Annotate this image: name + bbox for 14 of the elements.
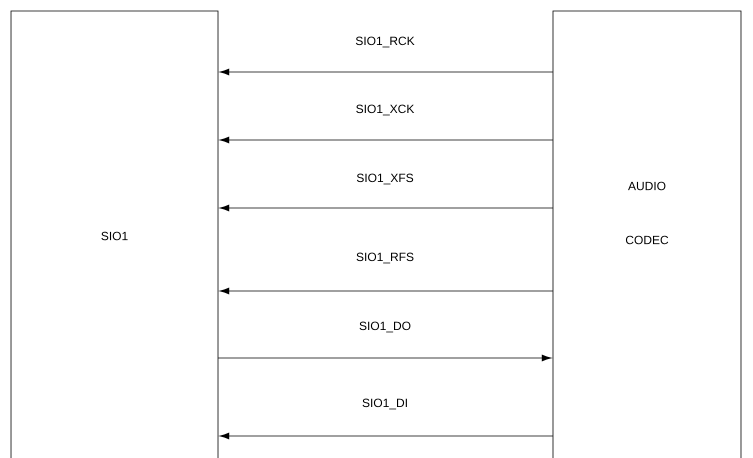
signal-label: SIO1_DO — [360, 322, 410, 332]
signal-label: SIO1_RCK — [356, 36, 415, 48]
signal-label: SIO1_DI — [362, 398, 407, 410]
arrow — [220, 68, 554, 76]
signal-label: SIO1_RFS — [356, 252, 414, 264]
block-box: AUDIO CODEC — [552, 10, 742, 458]
arrow — [220, 288, 554, 294]
arrow — [218, 354, 552, 362]
signal-label: SIO1_XCK — [356, 104, 414, 116]
arrow — [220, 432, 554, 440]
block-box: SIO1 — [10, 10, 218, 458]
signal-label: SIO1_XFS — [356, 174, 414, 184]
arrow — [220, 136, 554, 144]
arrow — [220, 204, 554, 212]
